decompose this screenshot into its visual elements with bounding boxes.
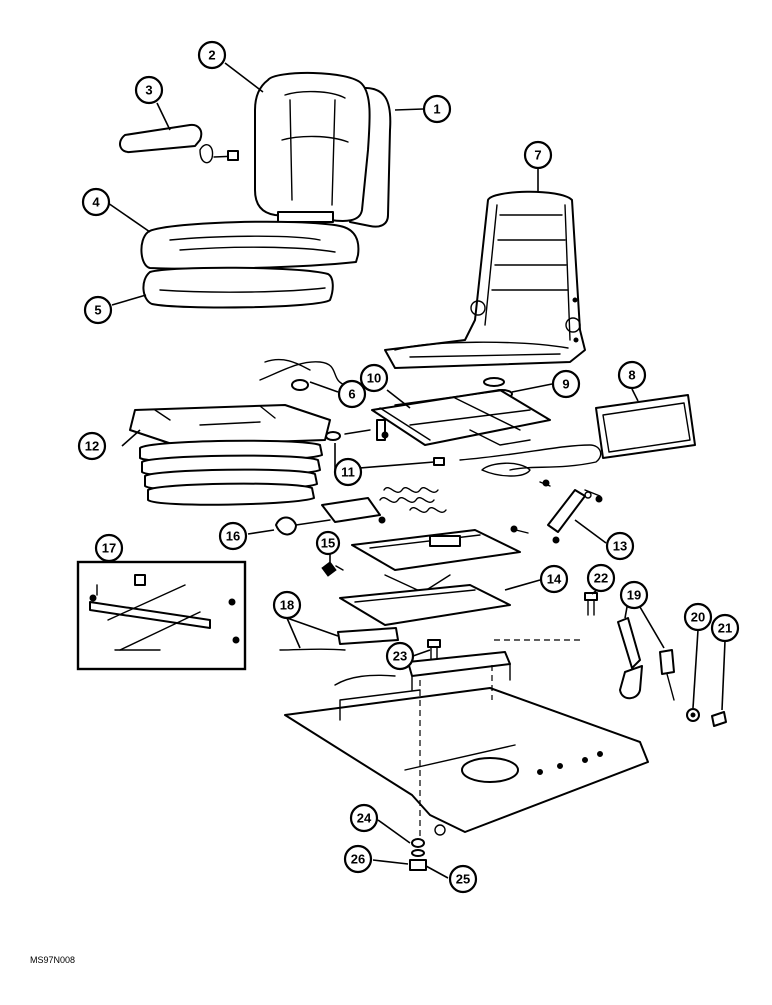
callout-17: 17 xyxy=(94,533,124,563)
callout-label: 9 xyxy=(562,377,569,392)
callout-label: 26 xyxy=(351,852,365,867)
callout-label: 19 xyxy=(627,588,641,603)
callout-25: 25 xyxy=(448,864,478,894)
spacers xyxy=(325,429,445,466)
callout-label: 17 xyxy=(102,541,116,556)
callout-label: 5 xyxy=(94,303,101,318)
callout-12: 12 xyxy=(77,431,107,461)
backrest-cushion xyxy=(254,71,392,233)
callout-2: 2 xyxy=(197,40,227,70)
callout-10: 10 xyxy=(359,363,389,393)
seat-belt xyxy=(617,617,675,701)
callouts: 1 2 3 4 5 6 7 8 9 10 11 12 13 14 15 16 1… xyxy=(77,40,740,894)
callout-18: 18 xyxy=(272,590,302,620)
callout-label: 20 xyxy=(691,610,705,625)
callout-label: 11 xyxy=(341,465,355,480)
scissor-mechanism xyxy=(339,529,521,626)
callout-label: 23 xyxy=(393,649,407,664)
callout-19: 19 xyxy=(619,580,649,610)
guide-rails xyxy=(279,627,399,686)
callout-23: 23 xyxy=(385,641,415,671)
callout-label: 13 xyxy=(613,539,627,554)
callout-label: 18 xyxy=(280,598,294,613)
callout-7: 7 xyxy=(523,140,553,170)
callout-label: 4 xyxy=(92,195,100,210)
callout-21: 21 xyxy=(710,613,740,643)
callout-label: 7 xyxy=(534,148,541,163)
adjuster-springs xyxy=(275,487,447,536)
inset-scissor-detail xyxy=(76,560,247,671)
wire-harness xyxy=(259,358,346,391)
callout-8: 8 xyxy=(617,360,647,390)
callout-label: 24 xyxy=(357,811,372,826)
callout-label: 25 xyxy=(456,872,470,887)
callout-label: 6 xyxy=(348,387,355,402)
base-plate xyxy=(284,639,649,840)
clip xyxy=(321,561,344,577)
callout-20: 20 xyxy=(683,602,713,632)
callout-5: 5 xyxy=(83,295,113,325)
callout-label: 14 xyxy=(547,572,562,587)
seat-frame xyxy=(384,190,586,369)
nut-stack xyxy=(409,838,427,871)
callout-label: 12 xyxy=(85,439,99,454)
callout-label: 16 xyxy=(226,529,240,544)
callout-13: 13 xyxy=(605,531,635,561)
callout-label: 10 xyxy=(367,371,381,386)
callout-label: 1 xyxy=(433,102,440,117)
callout-16: 16 xyxy=(218,521,248,551)
callout-label: 22 xyxy=(594,571,608,586)
callout-14: 14 xyxy=(539,564,569,594)
shock-damper xyxy=(510,479,603,544)
callout-6: 6 xyxy=(337,379,367,409)
control-lever-panel xyxy=(459,394,696,477)
seat-cushion xyxy=(140,220,360,270)
callout-label: 3 xyxy=(145,83,152,98)
callout-15: 15 xyxy=(315,530,341,556)
callout-26: 26 xyxy=(343,844,373,874)
callout-11: 11 xyxy=(333,457,363,487)
callout-1: 1 xyxy=(422,94,452,124)
callout-label: 2 xyxy=(208,48,215,63)
washer-bolt xyxy=(686,708,727,727)
callout-22: 22 xyxy=(586,563,616,593)
callout-24: 24 xyxy=(349,803,379,833)
seat-base-foam xyxy=(142,266,334,309)
slide-rail-assembly xyxy=(371,389,551,446)
callout-4: 4 xyxy=(81,187,111,217)
callout-label: 21 xyxy=(718,621,732,636)
suspension-bellows xyxy=(129,404,331,506)
armrest xyxy=(118,123,239,164)
callout-3: 3 xyxy=(134,75,164,105)
drawing-code: MS97N008 xyxy=(30,955,76,965)
callout-label: 8 xyxy=(628,368,635,383)
callout-9: 9 xyxy=(551,369,581,399)
callout-label: 15 xyxy=(321,536,335,551)
